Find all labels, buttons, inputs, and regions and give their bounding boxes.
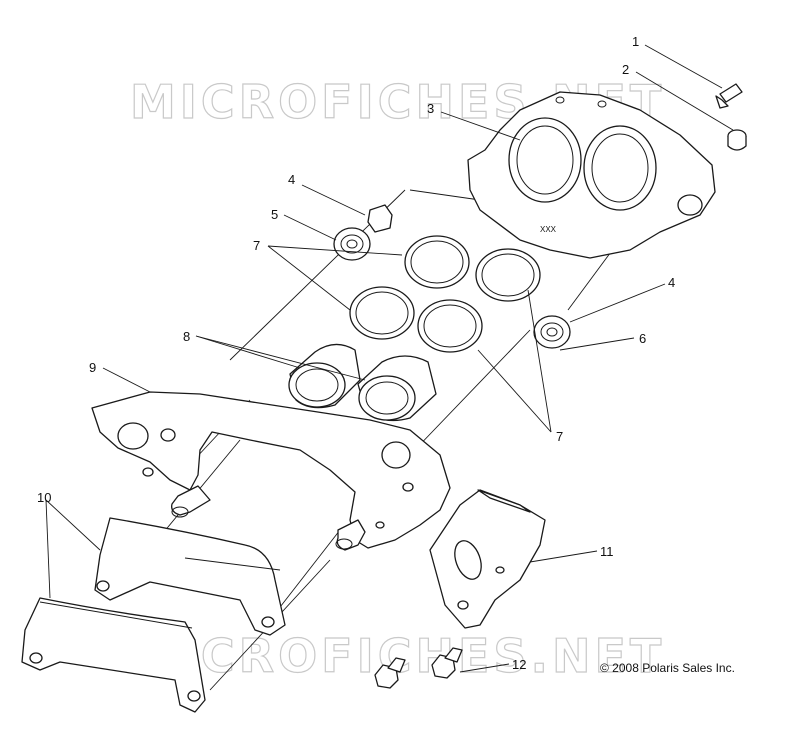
upper-bushing-boot: [333, 227, 371, 261]
pistons: [288, 343, 437, 422]
callout-3: 3: [427, 101, 434, 116]
callout-7-lower: 7: [556, 429, 563, 444]
callout-8: 8: [183, 329, 190, 344]
callout-4-lower: 4: [668, 275, 675, 290]
callout-1: 1: [632, 34, 639, 49]
caliper-stamp: XXX: [540, 225, 557, 234]
copyright-notice: © 2008 Polaris Sales Inc.: [600, 661, 735, 675]
caliper-body: XXX: [467, 91, 716, 259]
callout-12: 12: [512, 657, 526, 672]
mounting-bolts: [374, 647, 463, 689]
callout-labels: 1 2 3 4 5 7 8 9 4 6 7 10 11 12: [37, 34, 675, 672]
callout-leaders: [45, 44, 734, 673]
brake-pad-inner: [94, 517, 286, 636]
lower-bushing-boot: [533, 315, 571, 349]
callout-9: 9: [89, 360, 96, 375]
caliper-bracket: [91, 391, 451, 551]
callout-6: 6: [639, 331, 646, 346]
pad-retainer-clip: [429, 489, 546, 629]
callout-4-upper: 4: [288, 172, 295, 187]
callout-7-upper: 7: [253, 238, 260, 253]
brake-pad-outer: [21, 597, 206, 713]
bleeder-cap: [727, 129, 747, 151]
callout-5: 5: [271, 207, 278, 222]
callout-2: 2: [622, 62, 629, 77]
callout-11: 11: [600, 544, 614, 559]
callout-10: 10: [37, 490, 51, 505]
piston-seals: [349, 235, 541, 353]
bleeder-screw: [715, 83, 743, 109]
upper-slide-pin: [367, 204, 393, 233]
